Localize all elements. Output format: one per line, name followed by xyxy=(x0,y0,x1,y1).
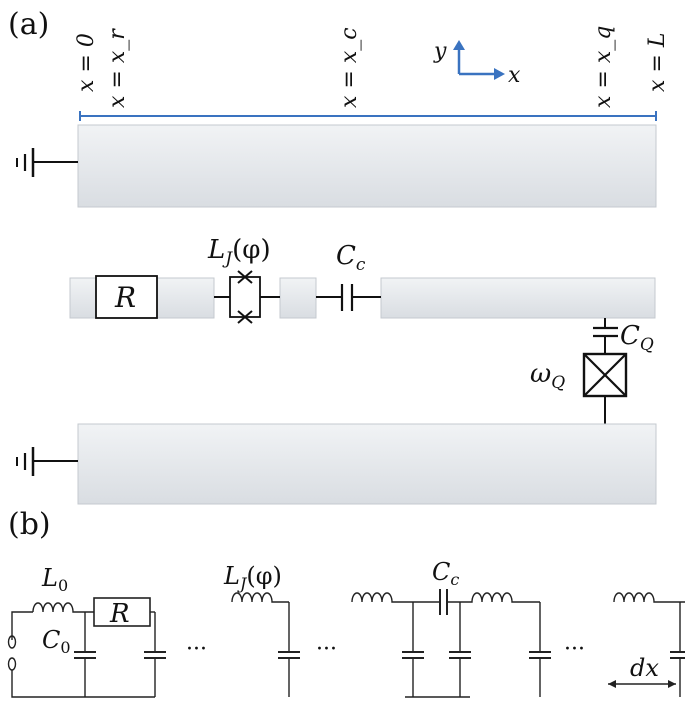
circuit-block-4 xyxy=(613,592,685,697)
C0-label: C0 xyxy=(42,626,71,657)
L0-label: L0 xyxy=(41,564,68,595)
axis-y-label: y xyxy=(433,39,447,64)
label-xr: x = x_r xyxy=(105,28,130,108)
junction-label: LJ(φ) xyxy=(207,235,271,269)
ellipsis-1: ··· xyxy=(186,637,207,662)
junction-label-b: LJ(φ) xyxy=(223,562,282,593)
dx-label: dx xyxy=(630,654,659,682)
panel-label-b: (b) xyxy=(8,507,51,542)
label-xL: x = L xyxy=(645,33,670,92)
circuit-block-3 xyxy=(351,589,551,698)
dx-arrow-icon xyxy=(608,680,676,688)
waveguide-bottom xyxy=(77,423,657,505)
waveguide-segment-2 xyxy=(279,277,317,319)
ground-icon-bottom xyxy=(16,447,78,476)
waveguide-segment-3 xyxy=(380,277,656,319)
circuit-block-1 xyxy=(7,597,166,698)
coupling-cap-label: Cc xyxy=(336,241,366,275)
waveguide-top xyxy=(77,124,657,208)
resistor-box-b xyxy=(93,597,151,627)
ellipsis-2: ··· xyxy=(316,637,337,662)
coupling-capacitor-icon xyxy=(316,284,381,311)
resistor-label-b: R xyxy=(109,599,130,629)
qubit-capacitor-icon xyxy=(593,318,618,354)
ground-icon-top xyxy=(16,148,78,177)
label-xc: x = x_c xyxy=(337,27,362,108)
label-xq: x = x_q xyxy=(591,26,616,108)
resistor-box xyxy=(95,275,158,319)
coordinate-axes-icon xyxy=(453,40,505,80)
axis-x-label: x xyxy=(508,63,521,88)
resistor-label: R xyxy=(114,281,136,314)
josephson-junction-icon xyxy=(214,270,280,324)
qubit-icon xyxy=(582,352,628,424)
label-x0: x = 0 xyxy=(74,33,99,92)
ellipsis-3: ··· xyxy=(564,637,585,662)
qubit-freq-label: ωQ xyxy=(530,359,565,393)
circuit-block-2 xyxy=(231,592,300,697)
qubit-cap-label: CQ xyxy=(620,321,654,355)
panel-label-a: (a) xyxy=(8,7,49,42)
coupling-cap-label-b: Cc xyxy=(432,558,459,589)
